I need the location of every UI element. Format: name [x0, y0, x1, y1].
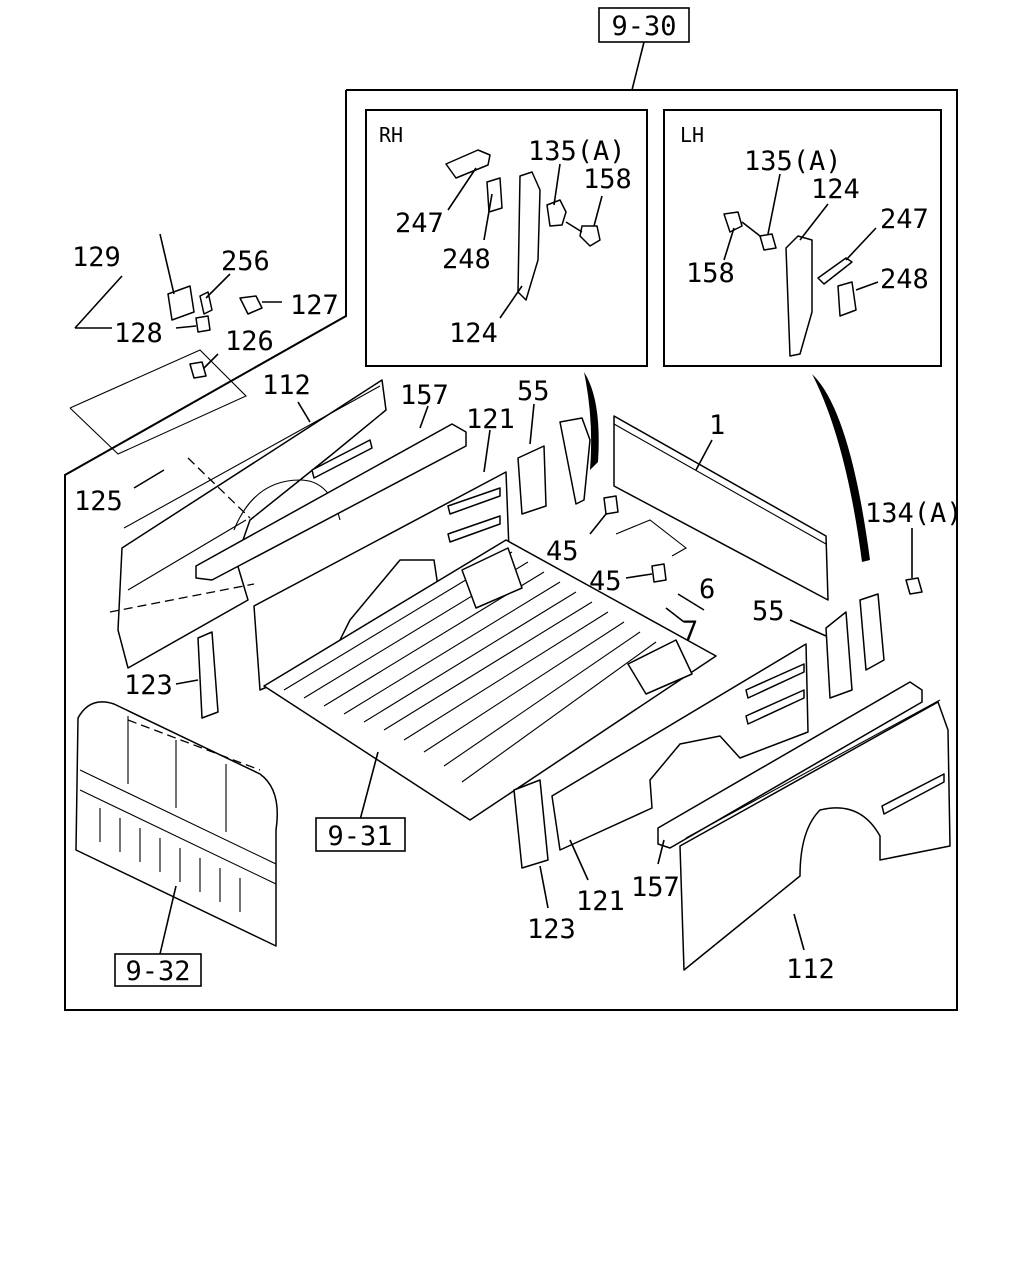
- post-55-left: [517, 445, 547, 515]
- inset-rh: RH: [365, 109, 648, 367]
- inset-rh-label: RH: [379, 123, 403, 147]
- front-panel: [613, 415, 829, 601]
- leader-lines: [74, 163, 913, 955]
- label-123-bottom: 123: [527, 914, 576, 945]
- ref-label-9-31: 9-31: [327, 821, 392, 852]
- label-125: 125: [74, 486, 123, 517]
- label-123-left: 123: [124, 670, 173, 701]
- label-112-top: 112: [262, 370, 311, 401]
- label-lh-247: 247: [880, 204, 929, 235]
- label-lh-248: 248: [880, 264, 929, 295]
- label-rh-158: 158: [583, 164, 632, 195]
- ref-box-9-32[interactable]: 9-32: [114, 953, 202, 987]
- label-rh-247: 247: [395, 208, 444, 239]
- label-121-top: 121: [466, 404, 515, 435]
- post-123-bottom: [513, 779, 549, 869]
- bed-floor: [263, 539, 717, 821]
- label-rh-248: 248: [442, 244, 491, 275]
- label-134a: 134(A): [865, 498, 963, 529]
- label-lh-158: 158: [686, 258, 735, 289]
- label-55-left: 55: [517, 376, 550, 407]
- label-157-bottom: 157: [631, 872, 680, 903]
- inset-lh-label: LH: [680, 123, 704, 147]
- label-rh-124: 124: [449, 318, 498, 349]
- label-1: 1: [709, 410, 725, 441]
- rail-157-left: [195, 423, 467, 581]
- inner-panel-right: [551, 643, 809, 851]
- post-55-right: [825, 611, 853, 699]
- ref-label-9-32: 9-32: [125, 956, 190, 987]
- label-126: 126: [225, 326, 274, 357]
- side-panel-right: [679, 699, 951, 971]
- label-256: 256: [221, 246, 270, 277]
- label-55-right: 55: [752, 596, 785, 627]
- cap-group: [167, 285, 263, 379]
- label-129: 129: [72, 242, 121, 273]
- label-lh-135a: 135(A): [744, 146, 842, 177]
- assembly-frame: [64, 89, 958, 1011]
- label-lh-124: 124: [811, 174, 860, 205]
- label-6: 6: [699, 574, 715, 605]
- rail-157-right: [657, 681, 923, 849]
- inset-lh: LH: [663, 109, 942, 367]
- ref-box-9-31[interactable]: 9-31: [315, 817, 406, 852]
- label-128: 128: [114, 318, 163, 349]
- label-rh-135a: 135(A): [528, 136, 626, 167]
- tailgate: [75, 701, 279, 947]
- label-112-bottom: 112: [786, 954, 835, 985]
- side-panel-left: [117, 379, 387, 669]
- label-45-upper: 45: [546, 536, 579, 567]
- label-121-bottom: 121: [576, 886, 625, 917]
- label-157-top: 157: [400, 380, 449, 411]
- ref-label-9-30: 9-30: [611, 11, 676, 42]
- post-123-left: [197, 631, 219, 719]
- label-45-lower: 45: [589, 566, 622, 597]
- ref-box-9-30[interactable]: 9-30: [598, 7, 690, 43]
- label-7: 7: [682, 616, 698, 647]
- label-127: 127: [290, 290, 339, 321]
